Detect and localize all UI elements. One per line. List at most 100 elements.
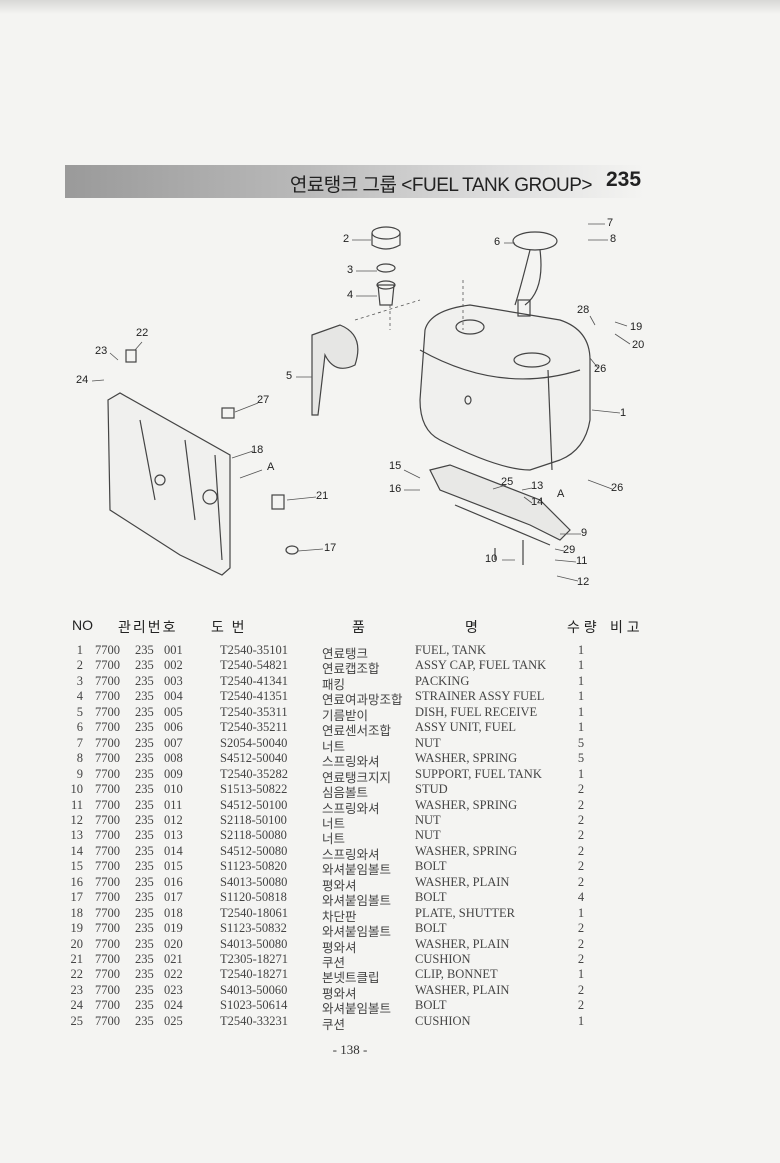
cell-qty: 1 xyxy=(577,766,585,781)
cell-qty: 1 xyxy=(577,673,585,688)
cell-c: 024 xyxy=(164,998,183,1013)
callout-label: 20 xyxy=(632,339,645,351)
cell-no: 14 xyxy=(70,843,84,858)
callout-label: 28 xyxy=(577,304,590,316)
cell-a: 7700 xyxy=(95,828,120,843)
callout-label: 2 xyxy=(343,233,350,245)
cell-ko: 쿠션 xyxy=(322,1017,346,1032)
cell-b: 235 xyxy=(135,673,154,688)
cell-dwg: S1123-50820 xyxy=(220,859,287,874)
cell-b: 235 xyxy=(135,751,154,766)
cell-c: 019 xyxy=(164,921,183,936)
cell-no: 19 xyxy=(70,921,84,936)
cell-no: 20 xyxy=(70,936,84,951)
cell-no: 25 xyxy=(70,1013,84,1028)
cell-en: BOLT xyxy=(415,998,447,1013)
callout-label: 26 xyxy=(611,482,624,494)
callout-label: 8 xyxy=(610,233,617,245)
callout-label: 23 xyxy=(95,345,108,357)
cell-qty: 1 xyxy=(577,967,585,982)
cell-a: 7700 xyxy=(95,967,120,982)
cell-no: 9 xyxy=(76,766,83,781)
cell-c: 007 xyxy=(164,735,183,750)
fuel-dish-drawing xyxy=(311,324,359,416)
cell-qty: 2 xyxy=(577,843,585,858)
cell-dwg: S4512-50100 xyxy=(220,797,288,812)
cell-c: 016 xyxy=(164,874,183,889)
cell-dwg: T2540-35211 xyxy=(220,720,288,735)
cell-ko: 연료탱크 xyxy=(322,647,369,661)
cell-en: SUPPORT, FUEL TANK xyxy=(415,766,542,781)
cell-b: 235 xyxy=(135,936,154,951)
page-number: - 138 - xyxy=(332,1042,368,1057)
cell-a: 7700 xyxy=(95,921,120,936)
cell-qty: 2 xyxy=(577,952,585,966)
callout-label: 29 xyxy=(563,544,576,556)
cell-en: WASHER, PLAIN xyxy=(415,874,510,889)
cell-b: 235 xyxy=(135,797,154,812)
cell-qty: 1 xyxy=(577,704,585,719)
cell-b: 235 xyxy=(135,1013,154,1028)
cell-a: 7700 xyxy=(95,890,120,905)
tank-support-drawing xyxy=(429,464,571,565)
cell-ko: 너트 xyxy=(322,816,346,831)
callout-label: 4 xyxy=(347,289,354,301)
cell-dwg: S4013-50080 xyxy=(220,936,288,951)
cell-qty: 5 xyxy=(577,735,585,750)
callout-label: 1 xyxy=(620,407,627,419)
cell-a: 7700 xyxy=(95,797,120,812)
leader-lines xyxy=(91,223,631,582)
cell-dwg: T2540-35101 xyxy=(220,643,289,657)
cell-a: 7700 xyxy=(95,952,120,966)
callout-label: 10 xyxy=(485,553,498,565)
cell-no: 17 xyxy=(70,890,84,905)
callout-label: 17 xyxy=(324,542,337,554)
cell-a: 7700 xyxy=(95,689,120,704)
cell-ko: 와셔붙임볼트 xyxy=(322,925,392,940)
cell-no: 13 xyxy=(70,828,84,843)
cell-qty: 5 xyxy=(577,751,585,766)
cell-qty: 2 xyxy=(577,874,585,889)
cell-en: NUT xyxy=(415,735,441,750)
cell-c: 017 xyxy=(164,890,183,905)
cell-en: WASHER, SPRING xyxy=(415,797,518,812)
cell-qty: 2 xyxy=(577,998,585,1013)
cell-a: 7700 xyxy=(95,782,120,797)
cell-ko: 스프링와셔 xyxy=(322,847,380,862)
cell-no: 4 xyxy=(76,689,83,704)
cell-b: 235 xyxy=(135,828,154,843)
cell-c: 010 xyxy=(164,782,183,797)
col-header-name-2: 명 xyxy=(465,619,478,635)
cell-dwg: T2540-54821 xyxy=(220,658,289,673)
cell-ko: 스프링와셔 xyxy=(322,801,380,816)
cell-b: 235 xyxy=(135,905,154,920)
cell-en: ASSY UNIT, FUEL xyxy=(415,720,517,735)
cell-no: 21 xyxy=(70,952,84,966)
cell-en: PACKING xyxy=(415,673,470,688)
cell-en: WASHER, PLAIN xyxy=(415,982,510,997)
cell-no: 11 xyxy=(70,797,83,812)
cell-no: 7 xyxy=(76,735,83,750)
callout-label: 15 xyxy=(389,460,402,472)
cell-qty: 2 xyxy=(577,921,585,936)
cell-qty: 1 xyxy=(577,905,585,920)
cell-b: 235 xyxy=(135,704,154,719)
cell-qty: 2 xyxy=(577,782,585,797)
cell-ko: 평와셔 xyxy=(322,940,357,955)
cell-en: ASSY CAP, FUEL TANK xyxy=(415,658,547,673)
cell-ko: 와셔붙임볼트 xyxy=(322,894,392,909)
callout-label: 3 xyxy=(347,264,354,276)
cell-dwg: T2540-41341 xyxy=(220,673,289,688)
cell-qty: 1 xyxy=(577,689,585,704)
cell-b: 235 xyxy=(135,998,154,1013)
callout-label: 21 xyxy=(316,490,329,502)
